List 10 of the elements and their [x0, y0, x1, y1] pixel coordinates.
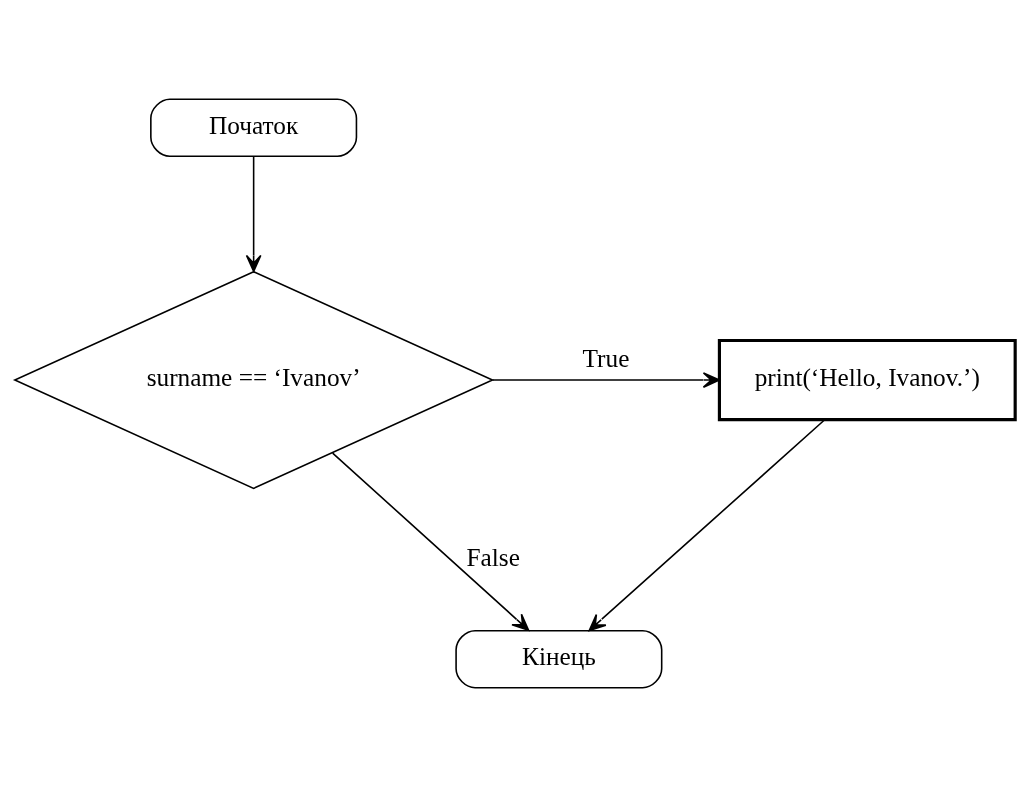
edge-label: True	[582, 344, 630, 373]
arrow	[331, 452, 530, 631]
node-box: Кінець	[455, 629, 663, 689]
node-diamond: surname == ‘Ivanov’	[12, 270, 495, 490]
arrow	[588, 419, 826, 632]
node-box: print(‘Hello, Ivanov.’)	[717, 338, 1017, 422]
arrow	[491, 372, 721, 388]
arrow	[245, 155, 262, 273]
node-box: Початок	[150, 98, 358, 158]
edge-label: False	[466, 542, 520, 571]
